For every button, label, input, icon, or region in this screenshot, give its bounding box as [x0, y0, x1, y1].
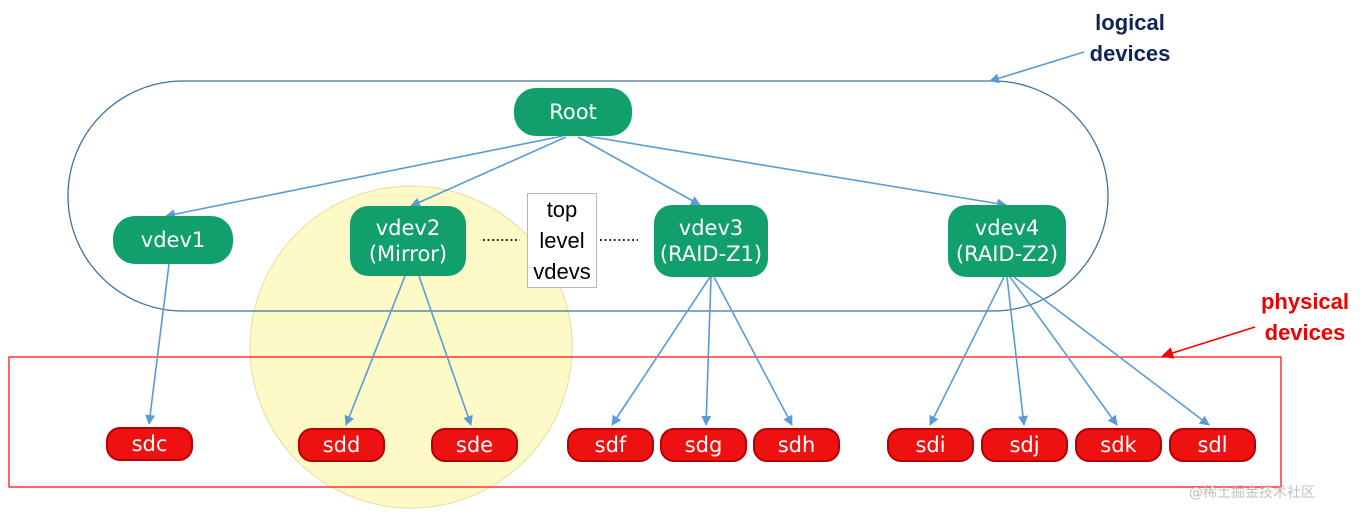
- disk-sdd: sdd: [298, 428, 385, 462]
- physical-devices-label: physical devices: [1260, 289, 1350, 345]
- disk-sdg: sdg: [660, 428, 747, 462]
- edge-vdev4-sdk: [1009, 276, 1118, 426]
- disk-sdc: sdc: [106, 427, 193, 461]
- disk-sdk: sdk: [1075, 428, 1162, 462]
- vdev4-node: vdev4 (RAID-Z2): [948, 205, 1066, 277]
- logical-devices-arrow: [989, 51, 1085, 84]
- top-level-vdevs-note: top level vdevs: [527, 193, 597, 288]
- vdev3-node: vdev3 (RAID-Z1): [654, 205, 768, 277]
- edge-vdev3-sdg: [701, 276, 712, 426]
- disk-sdf: sdf: [567, 428, 654, 462]
- edge-vdev3-sdh: [713, 276, 793, 426]
- edge-vdev1-sdc: [145, 263, 170, 425]
- physical-devices-arrow: [1161, 326, 1256, 359]
- vdev2-node: vdev2 (Mirror): [350, 206, 466, 276]
- vdev1-node: vdev1: [113, 216, 233, 264]
- edge-root-vdev3: [577, 136, 701, 206]
- edge-vdev2-sde: [418, 275, 473, 426]
- disk-sdj: sdj: [981, 428, 1068, 462]
- edge-vdev2-sdd: [344, 275, 406, 426]
- disk-sde: sde: [431, 428, 518, 462]
- logical-devices-label: logical devices: [1089, 10, 1171, 66]
- edge-vdev4-sdj: [1006, 276, 1028, 426]
- disk-sdh: sdh: [753, 428, 840, 462]
- edge-root-vdev4: [585, 135, 1007, 209]
- root-edges: [165, 135, 1007, 220]
- root-node: Root: [514, 88, 632, 136]
- vdev-edges: [145, 263, 1210, 426]
- edge-vdev3-sdf: [611, 276, 711, 426]
- edge-root-vdev2: [410, 136, 567, 207]
- edge-vdev4-sdi: [929, 276, 1005, 426]
- logical-devices-boundary: [67, 80, 1109, 312]
- edge-vdev4-sdl: [1013, 276, 1210, 426]
- physical-devices-boundary: [8, 356, 1282, 488]
- disk-sdl: sdl: [1169, 428, 1256, 462]
- watermark-text: @稀土掘金技术社区: [1189, 485, 1315, 501]
- mirror-highlight-circle: [249, 185, 573, 509]
- edge-root-vdev1: [165, 135, 564, 220]
- disk-sdi: sdi: [887, 428, 974, 462]
